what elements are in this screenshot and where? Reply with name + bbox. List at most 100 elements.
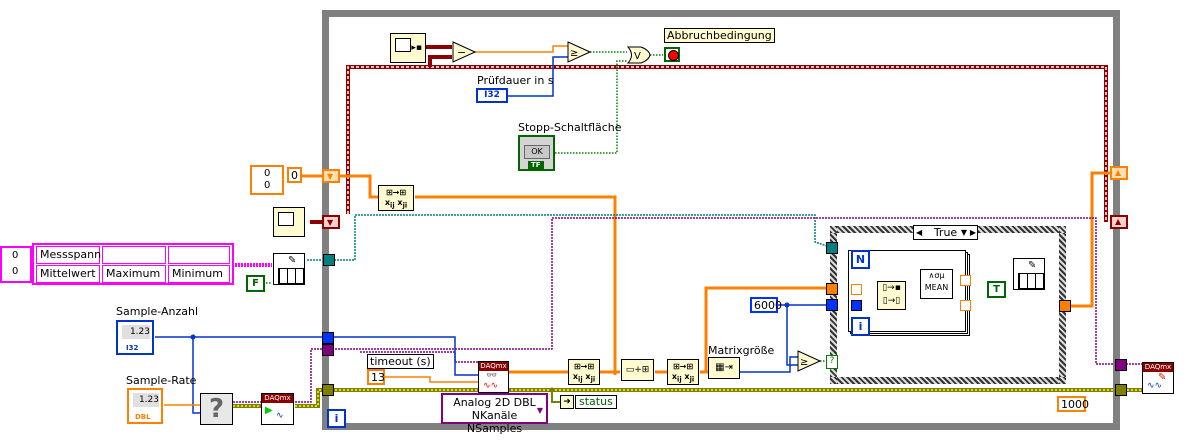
for-loop-output-tunnel-2[interactable] (960, 300, 971, 311)
glasses-icon: 👓 (486, 371, 498, 381)
case-refnum-tunnel[interactable] (826, 242, 838, 254)
dropdown-arrow-icon: ▼ (960, 228, 967, 237)
error-tunnel-right[interactable] (1115, 384, 1127, 396)
array-element-constant[interactable]: 0 (287, 167, 302, 183)
stop-button-terminal[interactable]: OK TF (518, 135, 555, 171)
daqmx-clear-task-node[interactable]: DAQmx ✎ ∿∿ (1142, 362, 1174, 394)
pencil-icon: ✎ (1028, 260, 1037, 271)
daqmx-start-task-node[interactable]: DAQmx ▶ ∿ (261, 393, 294, 425)
loop-iteration-terminal: i (327, 409, 346, 428)
table-index-display: 0 0 (0, 246, 32, 283)
or-node[interactable]: V (627, 46, 651, 64)
integer-wire-samples (155, 336, 478, 376)
timeout-constant[interactable]: 13 (367, 369, 385, 385)
svg-text:≥: ≥ (800, 357, 808, 368)
false-constant[interactable]: F (246, 275, 265, 292)
for-loop-count-tunnel[interactable] (851, 300, 862, 311)
table-grid-icon (278, 268, 304, 284)
clock-icon (278, 212, 294, 226)
dropdown-arrow-icon: ▼ (536, 406, 543, 415)
task-tunnel-right[interactable] (1115, 359, 1127, 371)
double-wire-diff (475, 45, 568, 53)
transpose-array-node-top[interactable]: ⊞→⊞xij xji (378, 185, 414, 211)
stop-button-label: Stopp-Schaltfläche (518, 121, 622, 134)
shift-register-right-array[interactable]: ▲ (1110, 166, 1128, 180)
array-size-node[interactable]: ▦⇥ (708, 357, 740, 379)
table-grid-icon (1018, 273, 1044, 289)
case-selector[interactable]: ◀ True ▼ ▶ (913, 225, 978, 240)
greater-equal-node-bottom[interactable]: ≥ (797, 350, 821, 372)
sample-rate-control[interactable]: 1.23 DBL (127, 388, 163, 424)
clock-icon (395, 38, 411, 52)
error-tunnel-left[interactable] (322, 384, 334, 396)
true-constant[interactable]: T (987, 281, 1006, 298)
abort-condition-label: Abbruchbedingung (664, 28, 775, 43)
sample-count-control[interactable]: 1.23 I32 (116, 320, 154, 355)
table-cell[interactable]: Mittelwert (36, 265, 100, 283)
for-loop-iteration-terminal: i (851, 317, 870, 336)
sample-count-label: Sample-Anzahl (116, 305, 199, 318)
waveform-icon: ∿∿ (483, 381, 499, 391)
greater-equal-node[interactable]: ≥ (567, 41, 591, 63)
waveform-icon: ∿∿ (1147, 381, 1163, 391)
table-cell[interactable]: Maximum (102, 265, 166, 283)
table-cell[interactable] (168, 246, 230, 264)
build-array-node[interactable]: ▭+⊞ (621, 359, 654, 381)
read-mode-selector[interactable]: Analog 2D DBL NKanäle NSamples ▼ (441, 393, 548, 435)
mean-node[interactable]: ∧σμ MEAN (920, 269, 953, 299)
subtract-node[interactable]: − (452, 41, 476, 63)
sample-rate-label: Sample-Rate (126, 374, 197, 387)
sample-count-tunnel[interactable] (322, 332, 334, 344)
for-loop-output-tunnel-1[interactable] (960, 275, 971, 286)
test-duration-terminal[interactable]: I32 (476, 88, 508, 103)
test-duration-label: Prüfdauer in s (477, 74, 554, 87)
double-wire-output (1065, 171, 1112, 308)
eraser-icon: ✎ (1158, 372, 1167, 383)
case-output-tunnel[interactable] (1059, 300, 1071, 312)
transpose-array-node-1[interactable]: ⊞→⊞xij xji (568, 359, 600, 385)
table-cell[interactable] (102, 246, 166, 264)
threshold-constant[interactable]: 6000 (750, 297, 782, 313)
wait-ms-constant[interactable]: 1000 (1057, 396, 1089, 412)
status-indicator: status (575, 395, 617, 409)
play-icon: ▶ (265, 405, 273, 416)
abort-condition-terminal[interactable] (664, 47, 680, 62)
waveform-icon: ∿ (276, 411, 284, 421)
svg-text:≥: ≥ (570, 48, 578, 59)
case-array-tunnel[interactable] (826, 283, 838, 295)
daqmx-read-node[interactable]: DAQmx 👓 ∿∿ (478, 361, 509, 393)
table-cell[interactable]: Messspann (36, 246, 101, 264)
status-unbundle[interactable]: ➜ (560, 395, 574, 409)
array-constant[interactable]: 0 0 (250, 165, 284, 195)
task-tunnel-left[interactable] (322, 344, 334, 356)
matrix-size-label: Matrixgröße (708, 344, 775, 357)
write-table-node-left[interactable]: ✎ (273, 253, 305, 285)
shift-register-right-time[interactable]: ▲ (1110, 215, 1128, 229)
case-count-tunnel[interactable] (826, 299, 838, 311)
refnum-tunnel[interactable] (323, 254, 335, 266)
for-loop-array-tunnel[interactable] (851, 284, 862, 295)
get-time-node-left[interactable] (273, 207, 305, 237)
double-wire-array (288, 174, 378, 199)
svg-text:V: V (634, 51, 641, 62)
shift-register-left-time[interactable]: ▼ (322, 215, 340, 229)
shift-register-left-array[interactable]: ▼ (322, 169, 340, 183)
pencil-icon: ✎ (288, 255, 297, 266)
ok-button-icon: OK (524, 145, 550, 159)
stats-icon: ∧σμ (928, 271, 945, 280)
index-array-node[interactable]: ▯→▪▯→▯ (877, 281, 906, 310)
arrow-icon: ▸▪ (411, 43, 422, 53)
svg-text:−: − (457, 46, 466, 59)
integer-wire-duration (508, 56, 568, 97)
for-loop-count-terminal: N (851, 250, 870, 269)
stop-led-icon (668, 50, 679, 61)
unknown-subvi[interactable]: ? (200, 393, 233, 425)
transpose-array-node-2[interactable]: ⊞→⊞xij xji (667, 359, 699, 385)
get-time-node-top[interactable]: ▸▪ (390, 33, 426, 63)
write-table-node-right[interactable]: ✎ (1013, 258, 1045, 290)
case-selector-terminal[interactable]: ? (826, 355, 838, 369)
timeout-label: timeout (s) (367, 354, 434, 369)
next-case-icon: ▶ (969, 228, 976, 237)
table-cell[interactable]: Minimum (168, 265, 230, 283)
boolean-wire-stop (555, 60, 627, 154)
